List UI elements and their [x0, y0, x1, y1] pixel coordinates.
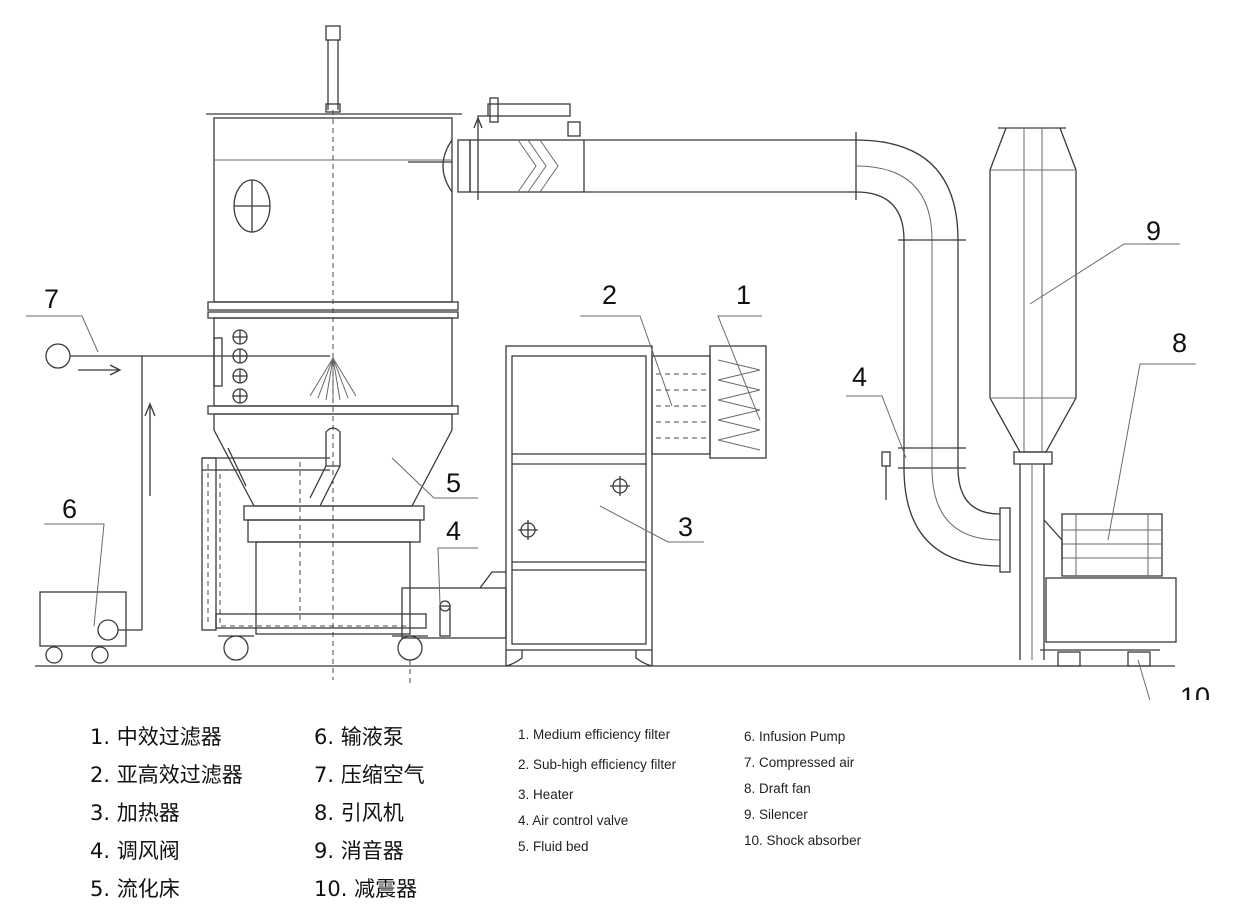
- legend-english-column-1: 1. Medium efficiency filter 2. Sub-high …: [518, 722, 676, 860]
- legend-item: 8. Draft fan: [744, 781, 811, 796]
- callout-5: 5: [446, 468, 461, 498]
- air-control-valve-icon: [439, 600, 451, 612]
- callout-4-inlet: 4: [446, 516, 461, 546]
- legend-item: 4. 调风阀: [90, 839, 180, 863]
- callout-7: 7: [44, 284, 59, 314]
- callout-9: 9: [1146, 216, 1161, 246]
- exhaust-duct: [408, 97, 1011, 573]
- callout-10: 10: [1180, 682, 1210, 700]
- leader-lines: [26, 243, 1196, 700]
- callout-1: 1: [736, 280, 751, 310]
- legend-item: 5. Fluid bed: [518, 839, 589, 854]
- callout-6: 6: [62, 494, 77, 524]
- fluid-bed-tower: [206, 25, 462, 680]
- inlet-duct: [401, 571, 507, 639]
- caster-wheel-icon: [397, 635, 423, 661]
- legend-item: 3. 加热器: [90, 801, 180, 825]
- fluid-bed-dryer-diagram: 1 2 3 4 4 5 6 7 8 9 10: [26, 25, 1210, 700]
- legend-chinese-column-2: 6. 输液泵 7. 压缩空气 8. 引风机 9. 消音器 10. 减震器: [314, 718, 425, 908]
- legend-item: 3. Heater: [518, 787, 574, 802]
- heater-unit: [505, 345, 653, 667]
- access-port-icons: [232, 329, 248, 404]
- infusion-pump: [39, 591, 142, 664]
- legend-item: 7. 压缩空气: [314, 763, 425, 787]
- legend-chinese-column-1: 1. 中效过滤器 2. 亚高效过滤器 3. 加热器 4. 调风阀 5. 流化床: [90, 718, 243, 908]
- compressed-air-line: [45, 343, 330, 630]
- legend-item: 9. Silencer: [744, 807, 808, 822]
- legend-item: 7. Compressed air: [744, 755, 855, 770]
- legend-english-column-2: 6. Infusion Pump 7. Compressed air 8. Dr…: [744, 724, 861, 854]
- legend-item: 1. 中效过滤器: [90, 725, 222, 749]
- legend-item: 6. 输液泵: [314, 725, 404, 749]
- callout-4-outlet: 4: [852, 362, 867, 392]
- legend-item: 2. Sub-high efficiency filter: [518, 757, 677, 772]
- legend-item: 10. Shock absorber: [744, 833, 862, 848]
- callouts: 1 2 3 4 4 5 6 7 8 9 10: [44, 216, 1210, 700]
- legend-item: 6. Infusion Pump: [744, 729, 846, 744]
- callout-8: 8: [1172, 328, 1187, 358]
- feed-frame: [201, 447, 428, 684]
- legend-item: 9. 消音器: [314, 839, 404, 863]
- legend-item: 4. Air control valve: [518, 813, 629, 828]
- medium-efficiency-filter: [709, 345, 767, 459]
- silencer: [989, 127, 1077, 660]
- callout-2: 2: [602, 280, 617, 310]
- legend-item: 1. Medium efficiency filter: [518, 727, 671, 742]
- draft-fan: [1040, 513, 1177, 667]
- callout-3: 3: [678, 512, 693, 542]
- legend-item: 10. 减震器: [314, 877, 418, 901]
- legend-item: 2. 亚高效过滤器: [90, 763, 243, 787]
- legend-item: 8. 引风机: [314, 801, 404, 825]
- sub-high-efficiency-filter: [651, 355, 711, 455]
- caster-wheel-icon: [223, 635, 249, 661]
- legend-item: 5. 流化床: [90, 877, 180, 901]
